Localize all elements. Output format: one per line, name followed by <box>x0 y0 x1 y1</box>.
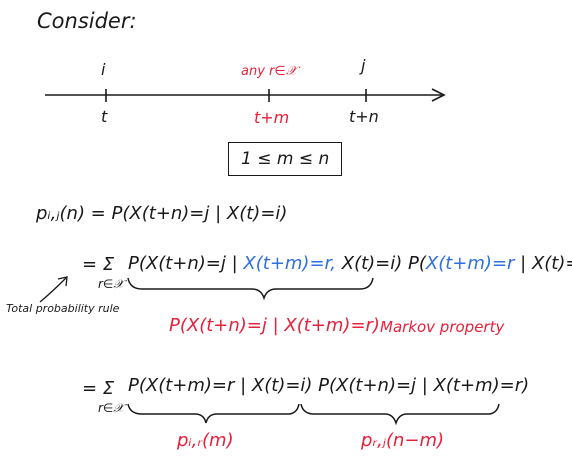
consider-heading: Consider: <box>37 9 137 33</box>
underbrace-pir <box>127 403 300 424</box>
constraint-box: 1 ≤ m ≤ n <box>228 142 343 176</box>
underbrace-line2 <box>127 277 374 301</box>
underbrace-prj <box>300 403 500 426</box>
eq2-blue-event: X(t+m)=r <box>425 253 515 274</box>
sum-symbol-line2: = Σ <box>82 254 115 275</box>
constraint-text: 1 ≤ m ≤ n <box>241 149 330 169</box>
sum-symbol-line3: = Σ <box>82 378 115 399</box>
eq2-part-e: | X(t)=i) <box>520 253 572 274</box>
equation-line2: P(X(t+n)=j | X(t+m)=r, X(t)=i) P(X(t+m)=… <box>128 255 572 273</box>
eq2-part-c: X(t)=i) P( <box>341 253 426 274</box>
timeline-arrowhead <box>431 88 446 102</box>
markov-property-label: Markov property <box>380 318 505 336</box>
sum-index-line3: r∈𝒳 <box>98 401 124 415</box>
total-probability-note: Total probability rule <box>6 302 120 315</box>
side-note-arrow <box>39 277 67 303</box>
eq2-conditioning-blue: X(t+m)=r, <box>243 253 337 274</box>
sum-index-line2: r∈𝒳 <box>98 277 124 291</box>
state-i-label: i <box>101 60 106 79</box>
side-note-arrowhead <box>57 276 68 287</box>
time-t-label: t <box>101 107 108 126</box>
time-tm-label: t+m <box>254 108 290 127</box>
state-r-label: any r∈𝒳 <box>241 64 297 79</box>
markov-expression: P(X(t+n)=j | X(t+m)=r) <box>169 315 380 336</box>
p-rj-label: pᵣ,ⱼ(n−m) <box>361 430 445 451</box>
eq2-part-a: P(X(t+n)=j | <box>128 253 238 274</box>
p-ir-label: pᵢ,ᵣ(m) <box>177 430 234 451</box>
time-tn-label: t+n <box>349 107 379 126</box>
equation-line1: pᵢ,ⱼ(n) = P(X(t+n)=j | X(t)=i) <box>36 203 288 224</box>
equation-line3: P(X(t+m)=r | X(t)=i) P(X(t+n)=j | X(t+m)… <box>128 375 530 396</box>
state-j-label: j <box>361 56 366 75</box>
